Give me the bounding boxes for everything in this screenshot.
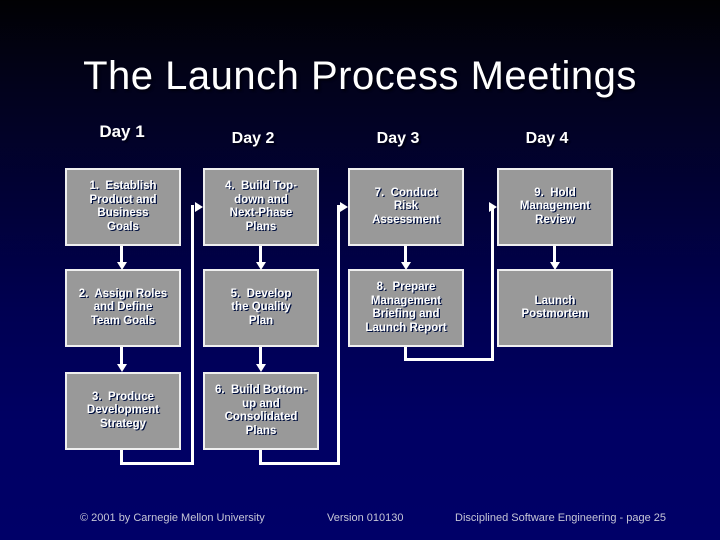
process-box-step-5: 5. Develop the Quality Plan — [203, 269, 319, 347]
process-box-step-8: 8. Prepare Management Briefing and Launc… — [348, 269, 464, 347]
connector-7-8-line — [404, 246, 407, 264]
column-header-day-3: Day 3 — [376, 130, 420, 147]
connector-3-4-segment-down — [120, 450, 123, 465]
process-box-step-9: 9. Hold Management Review — [497, 168, 613, 246]
connector-9-postmortem-arrowhead-icon — [550, 262, 560, 270]
slide-title: The Launch Process Meetings — [83, 54, 637, 98]
process-box-step-7: 7. Conduct Risk Assessment — [348, 168, 464, 246]
connector-8-9-segment-down — [404, 347, 407, 361]
connector-8-9-segment-up — [491, 205, 494, 361]
process-box-step-6: 6. Build Bottom- up and Consolidated Pla… — [203, 372, 319, 450]
column-header-day-2: Day 2 — [231, 130, 275, 147]
connector-5-6-line — [259, 347, 262, 365]
process-box-step-2: 2. Assign Roles and Define Team Goals — [65, 269, 181, 347]
column-header-day-1: Day 1 — [99, 122, 145, 141]
connector-7-8-arrowhead-icon — [401, 262, 411, 270]
slide-footer: © 2001 by Carnegie Mellon University Ver… — [0, 512, 720, 532]
connector-8-9-arrowhead-icon — [489, 202, 497, 212]
process-box-step-4: 4. Build Top- down and Next-Phase Plans — [203, 168, 319, 246]
connector-1-2-line — [120, 246, 123, 264]
connector-2-3-line — [120, 347, 123, 365]
connector-6-7-segment-up — [337, 205, 340, 465]
connector-6-7-segment-across — [259, 462, 340, 465]
process-box-step-1: 1. Establish Product and Business Goals — [65, 168, 181, 246]
process-box-launch-postmortem: Launch Postmortem — [497, 269, 613, 347]
connector-3-4-segment-across — [120, 462, 194, 465]
process-box-step-3: 3. Produce Development Strategy — [65, 372, 181, 450]
connector-2-3-arrowhead-icon — [117, 364, 127, 372]
footer-version: Version 010130 — [327, 512, 404, 524]
footer-page-label: Disciplined Software Engineering - page … — [455, 512, 666, 524]
connector-4-5-arrowhead-icon — [256, 262, 266, 270]
column-header-day-4: Day 4 — [525, 130, 569, 147]
connector-9-postmortem-line — [553, 246, 556, 264]
connector-3-4-segment-up — [191, 205, 194, 465]
connector-3-4-arrowhead-icon — [195, 202, 203, 212]
connector-6-7-arrowhead-icon — [340, 202, 348, 212]
connector-4-5-line — [259, 246, 262, 264]
connector-6-7-segment-down — [259, 450, 262, 465]
footer-copyright: © 2001 by Carnegie Mellon University — [80, 512, 265, 524]
connector-8-9-segment-across — [404, 358, 494, 361]
connector-5-6-arrowhead-icon — [256, 364, 266, 372]
connector-1-2-arrowhead-icon — [117, 262, 127, 270]
